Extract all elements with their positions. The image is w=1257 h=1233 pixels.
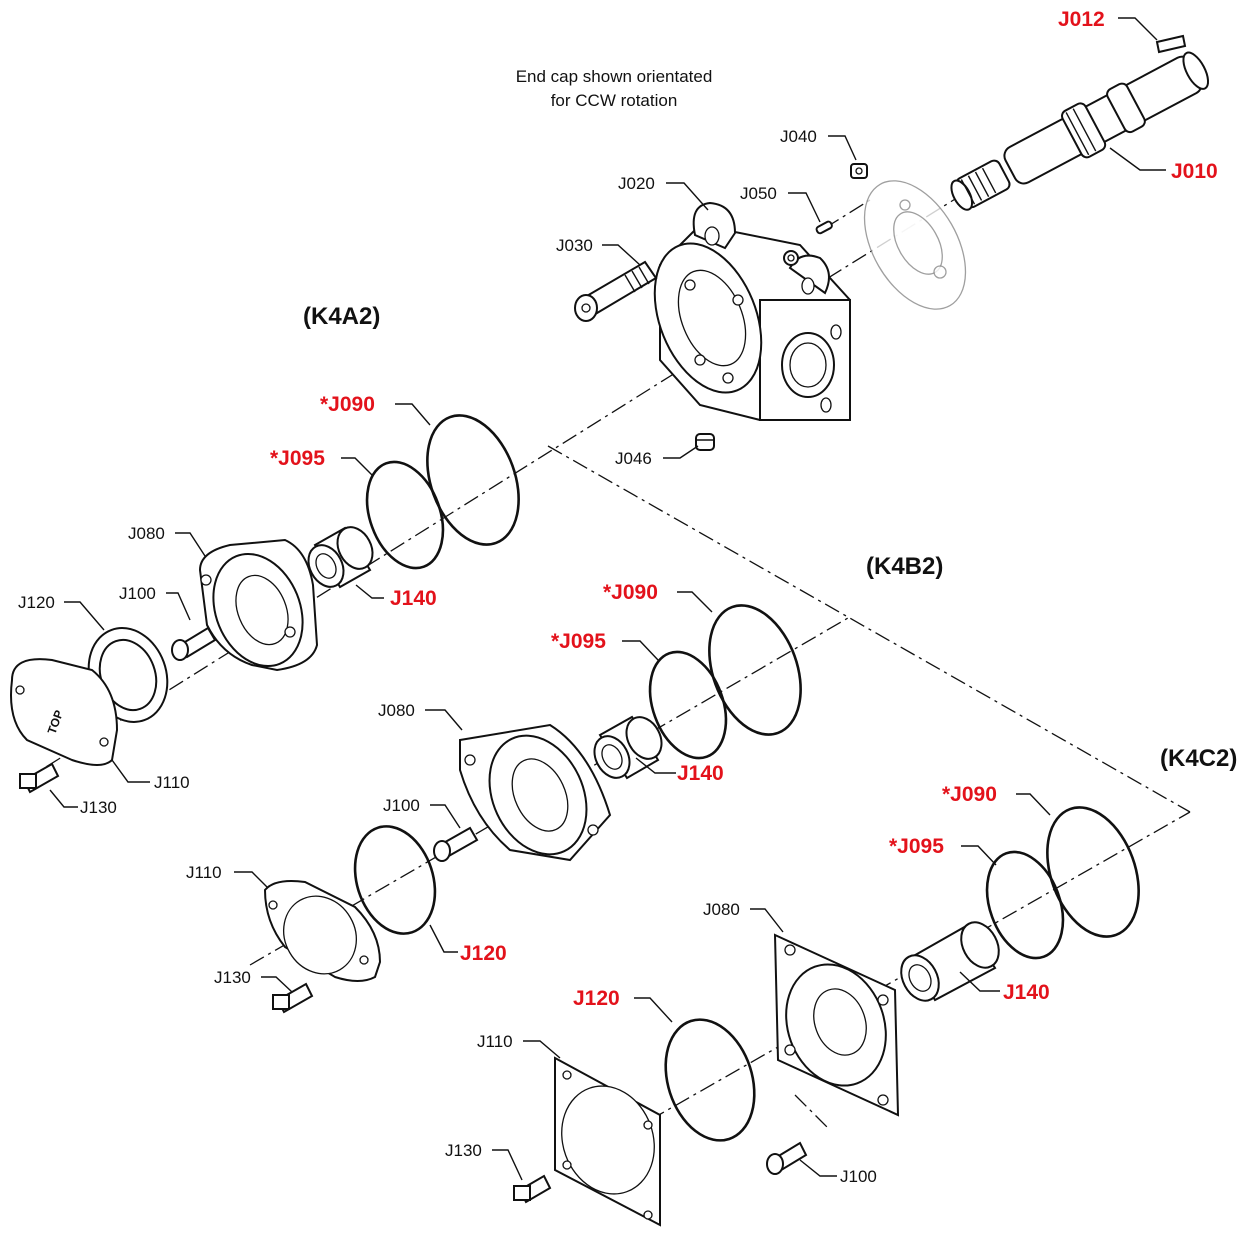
- labels: End cap shown orientated for CCW rotatio…: [18, 8, 1237, 1186]
- cap-screw-j030: [574, 260, 658, 322]
- plug-j046: [695, 433, 715, 451]
- bolt-b: [272, 982, 314, 1014]
- label-k4b2-j080: J080: [378, 701, 415, 720]
- label-k4a2-j100: J100: [119, 584, 156, 603]
- label-k4c2-j095: *J095: [889, 835, 944, 858]
- label-k4b2-j100: J100: [383, 796, 420, 815]
- leader-lines: [49, 17, 1166, 1181]
- label-k4c2-j100: J100: [840, 1167, 877, 1186]
- label-j050: J050: [740, 184, 777, 203]
- flange-c: [773, 933, 900, 1117]
- bolt-a: [19, 762, 60, 794]
- note-line-1: End cap shown orientated: [516, 67, 713, 86]
- plug-j040: [850, 163, 868, 179]
- label-k4a2-j130: J130: [80, 798, 117, 817]
- drive-shaft: [950, 34, 1210, 211]
- label-k4a2-j080: J080: [128, 524, 165, 543]
- cover-plate-a: TOP: [10, 658, 119, 766]
- label-k4c2-j080: J080: [703, 900, 740, 919]
- label-j040: J040: [780, 127, 817, 146]
- screw-b: [433, 826, 479, 862]
- label-j012: J012: [1058, 8, 1105, 31]
- group-label-k4b2: (K4B2): [866, 553, 943, 580]
- pin-j050: [815, 220, 833, 235]
- label-k4c2-j090: *J090: [942, 783, 997, 806]
- bushing-c: [900, 921, 1000, 1002]
- label-j020: J020: [618, 174, 655, 193]
- label-k4c2-j130: J130: [445, 1141, 482, 1160]
- screw-a: [171, 626, 217, 661]
- cover-b: [263, 880, 382, 982]
- label-k4c2-j110: J110: [477, 1032, 513, 1051]
- label-k4b2-j120: J120: [460, 942, 507, 965]
- label-j046: J046: [615, 449, 652, 468]
- label-k4c2-j140: J140: [1003, 981, 1050, 1004]
- label-j010: J010: [1171, 160, 1218, 183]
- flange-b: [459, 723, 612, 862]
- bushing-b: [593, 715, 663, 780]
- valve-plate: [863, 180, 967, 310]
- label-k4a2-j140: J140: [390, 587, 437, 610]
- label-k4b2-j095: *J095: [551, 630, 606, 653]
- end-cap-housing: [653, 201, 851, 421]
- group-label-k4c2: (K4C2): [1160, 745, 1237, 772]
- label-k4a2-j110: J110: [154, 773, 190, 792]
- label-j030: J030: [556, 236, 593, 255]
- note-line-2: for CCW rotation: [551, 91, 678, 110]
- label-k4a2-j095: *J095: [270, 447, 325, 470]
- k4c2-parts: [513, 806, 1140, 1227]
- cover-c: [554, 1056, 661, 1227]
- bushing-a: [307, 526, 374, 589]
- label-k4b2-j090: *J090: [603, 581, 658, 604]
- label-k4b2-j110: J110: [186, 863, 222, 882]
- bolt-c: [513, 1174, 552, 1204]
- label-k4b2-j130: J130: [214, 968, 251, 987]
- label-k4c2-j120: J120: [573, 987, 620, 1010]
- screw-c: [766, 1141, 808, 1175]
- group-label-k4a2: (K4A2): [303, 303, 380, 330]
- k4a2-parts: TOP: [10, 414, 520, 794]
- k4b2-parts: [263, 604, 802, 1014]
- label-k4a2-j120: J120: [18, 593, 55, 612]
- label-k4a2-j090: *J090: [320, 393, 375, 416]
- label-k4b2-j140: J140: [677, 762, 724, 785]
- flange-a: [198, 538, 319, 672]
